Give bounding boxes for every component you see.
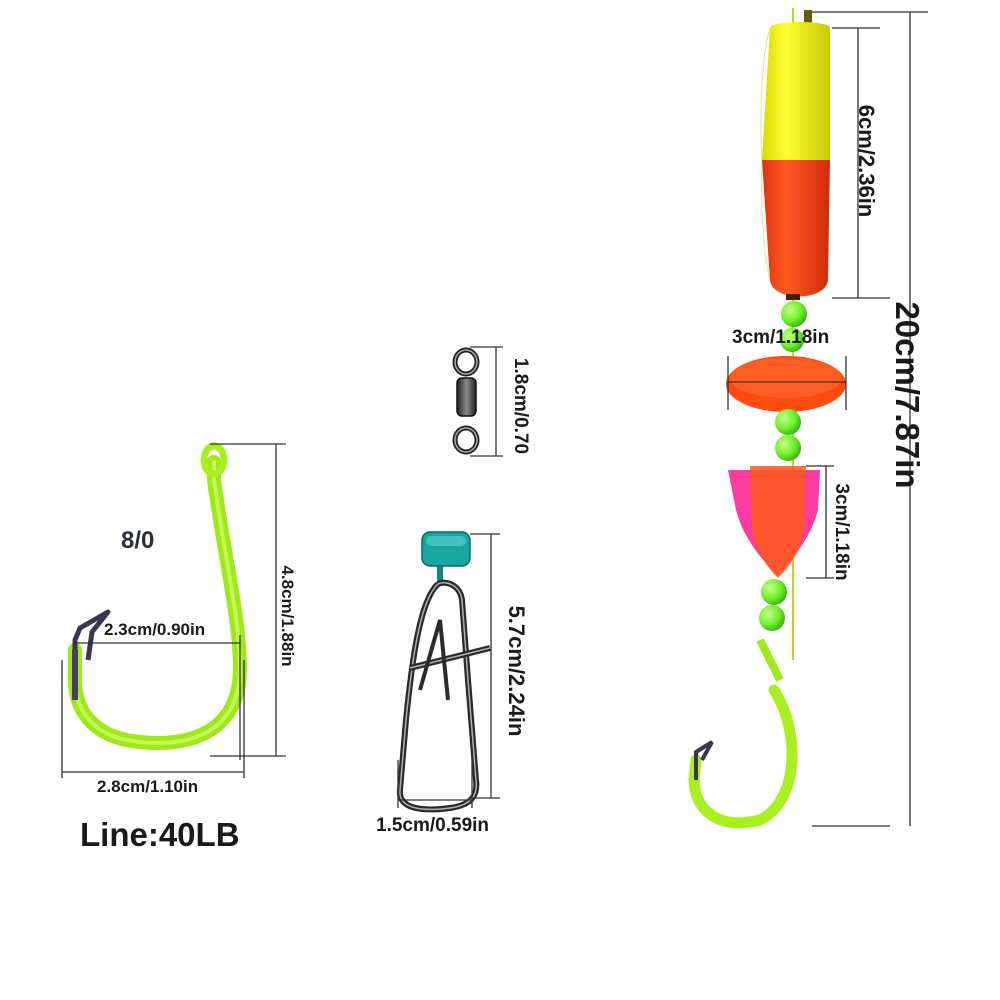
hook-size-label: 8/0 [121,527,155,554]
rig-total-label: 20cm/7.87in [889,301,926,489]
line-strength-label: Line:40LB [80,816,240,853]
barrel-swivel [452,347,480,455]
rig-dimension-lines [727,11,928,827]
hook-width-label: 2.8cm/1.10in [97,777,199,796]
snap-length-label: 5.7cm/2.24in [504,605,529,737]
swivel-dimension-lines [470,346,503,457]
snap-dimension-lines [397,533,500,808]
disc-width-label: 3cm/1.18in [732,327,830,348]
snap-width-label: 1.5cm/0.59in [376,815,490,836]
swivel-length-label: 1.8cm/0.70 [510,357,531,455]
popping-cork-rig [688,8,846,829]
circle-hook [68,442,248,750]
hook-length-label: 4.8cm/1.88in [278,565,297,667]
float-length-label: 6cm/2.36in [854,104,879,218]
hook-gap-label: 2.3cm/0.90in [104,620,206,639]
duo-lock-snap [396,531,491,813]
hook-dimension-lines [61,443,286,778]
cone-length-label: 3cm/1.18in [831,483,852,581]
